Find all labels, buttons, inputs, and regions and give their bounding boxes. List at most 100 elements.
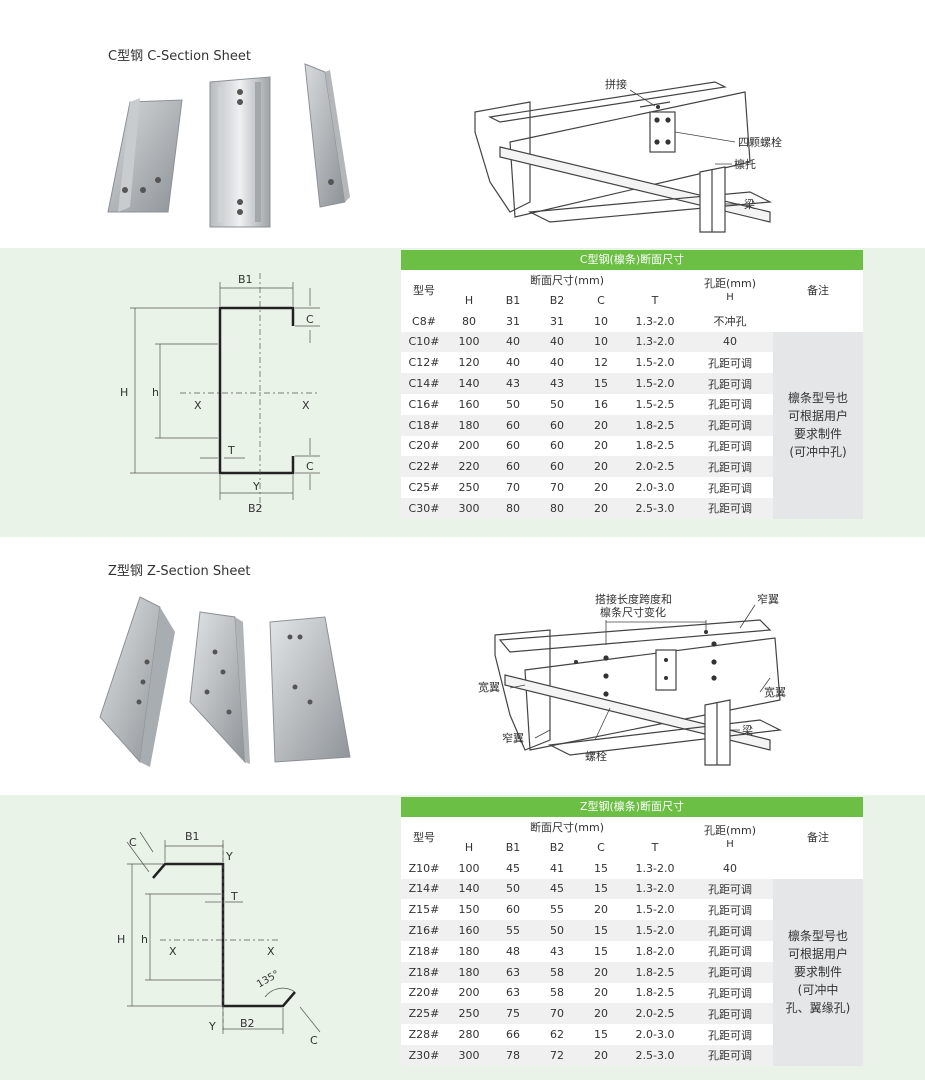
table-cell: C12#: [401, 352, 447, 374]
z-dim-b2: B2: [240, 1017, 255, 1030]
table-cell: 250: [447, 477, 491, 498]
table-cell: 80: [447, 310, 491, 332]
table-cell: 60: [491, 456, 535, 478]
z-dim-b1: B1: [185, 830, 200, 843]
z-assembly-diagram: 搭接长度跨度和 檩条尺寸变化 窄翼 宽翼 宽翼 梁 窄翼 螺栓: [470, 590, 800, 770]
table-cell: 40: [491, 331, 535, 353]
c-label-beam: 梁: [744, 197, 755, 211]
table-cell: C10#: [401, 331, 447, 353]
table-cell: 55: [535, 899, 579, 921]
table-cell: 1.8-2.0: [623, 940, 687, 962]
table-cell: 50: [535, 920, 579, 941]
table-cell: 孔距可调: [687, 497, 773, 519]
z-label-bolt: 螺栓: [585, 749, 607, 763]
c-col-section: 断面尺寸(mm): [447, 270, 687, 290]
c-section-title: C型钢 C-Section Sheet: [108, 49, 251, 64]
table-cell: 70: [535, 1003, 579, 1025]
table-cell: 1.3-2.0: [623, 857, 687, 879]
table-cell: 20: [579, 435, 623, 457]
z-dim-c-bottom: C: [310, 1034, 318, 1047]
table-cell: 280: [447, 1024, 491, 1045]
table-cell: 孔距可调: [687, 1024, 773, 1045]
z-col-section: 断面尺寸(mm): [447, 817, 687, 837]
table-cell: 63: [491, 982, 535, 1004]
z-dim-h-outer: H: [117, 933, 125, 946]
c-dim-b2: B2: [248, 502, 263, 515]
z-cross-section-drawing: B1 B2 H h C C T X X Y Y 135°: [105, 822, 345, 1052]
table-cell: 55: [491, 920, 535, 941]
z-label-wide-flange-right: 宽翼: [764, 685, 786, 699]
table-cell: 15: [579, 878, 623, 900]
note-line: 可根据用户: [787, 947, 848, 962]
table-cell: 78: [491, 1044, 535, 1066]
table-cell: 140: [447, 878, 491, 900]
table-cell: C18#: [401, 414, 447, 436]
table-cell: 80: [535, 497, 579, 519]
note-cell-blank: [773, 310, 863, 332]
table-cell: 16: [579, 393, 623, 415]
table-cell: 2.5-3.0: [623, 1044, 687, 1066]
table-cell: Z16#: [401, 920, 447, 941]
z-subcol-t: T: [623, 837, 687, 858]
note-line: 孔、翼缘孔): [785, 1001, 851, 1016]
table-cell: 20: [579, 414, 623, 436]
z-label-narrow-flange-top: 窄翼: [757, 592, 779, 606]
table-cell: 48: [491, 940, 535, 962]
table-cell: 孔距可调: [687, 456, 773, 478]
table-cell: 40: [535, 331, 579, 353]
table-cell: 20: [579, 477, 623, 498]
note-line: 要求制件: [793, 427, 842, 442]
table-cell: 200: [447, 435, 491, 457]
table-cell: 180: [447, 961, 491, 983]
table-cell: 10: [579, 331, 623, 353]
table-cell: C20#: [401, 435, 447, 457]
table-cell: 15: [579, 940, 623, 962]
c-col-hole: 孔距(mm) H: [687, 270, 773, 311]
table-cell: 2.5-3.0: [623, 497, 687, 519]
table-cell: 20: [579, 456, 623, 478]
table-cell: 31: [491, 310, 535, 332]
table-cell: 300: [447, 1044, 491, 1066]
table-cell: C30#: [401, 497, 447, 519]
z-col-note: 备注: [773, 817, 863, 858]
z-dim-c-top: C: [129, 836, 137, 849]
c-col-model: 型号: [401, 270, 447, 311]
table-cell: 孔距可调: [687, 940, 773, 962]
table-cell: 50: [491, 393, 535, 415]
table-cell: 80: [491, 497, 535, 519]
table-cell: 15: [579, 920, 623, 941]
table-cell: 100: [447, 331, 491, 353]
table-cell: 孔距可调: [687, 982, 773, 1004]
table-cell: 孔距可调: [687, 961, 773, 983]
table-cell: 1.8-2.5: [623, 435, 687, 457]
table-cell: 1.8-2.5: [623, 982, 687, 1004]
table-cell: 200: [447, 982, 491, 1004]
table-cell: 41: [535, 857, 579, 879]
note-line: 可根据用户: [787, 409, 848, 424]
note-line: 檩条型号也: [787, 391, 848, 406]
c-subcol-t: T: [623, 290, 687, 311]
table-cell: 12: [579, 352, 623, 374]
z-label-lap: 搭接长度跨度和: [595, 592, 672, 606]
table-cell: 60: [491, 899, 535, 921]
table-cell: 62: [535, 1024, 579, 1045]
table-cell: 10: [579, 310, 623, 332]
table-cell: 1.3-2.0: [623, 878, 687, 900]
table-cell: 70: [535, 477, 579, 498]
note-line: (可冲中孔): [789, 445, 847, 460]
table-cell: 2.0-3.0: [623, 1024, 687, 1045]
table-cell: 孔距可调: [687, 899, 773, 921]
table-cell: 58: [535, 982, 579, 1004]
c-axis-y: Y: [252, 480, 260, 493]
z-table-header: Z型钢(檩条)断面尺寸: [401, 797, 863, 817]
table-cell: 15: [579, 857, 623, 879]
table-cell: 66: [491, 1024, 535, 1045]
